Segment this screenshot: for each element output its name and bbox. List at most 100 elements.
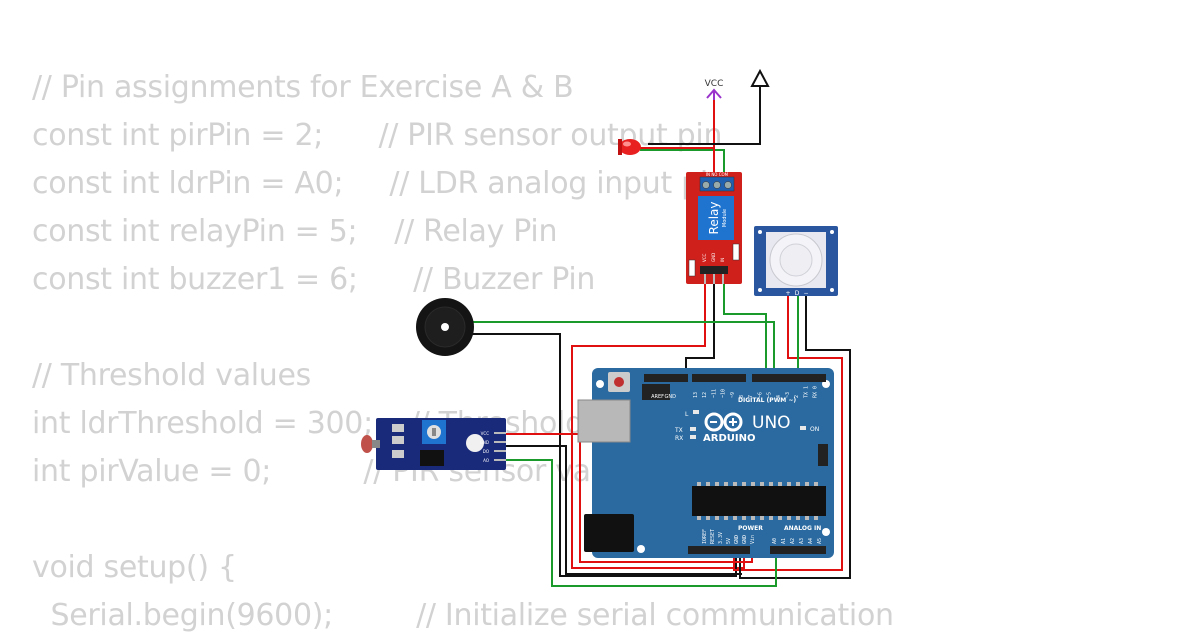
- digital-label: DIGITAL (PWM ~): [738, 397, 796, 404]
- usb-port: [577, 399, 631, 443]
- power-pin-label: Vin: [750, 535, 756, 544]
- pir-sensor[interactable]: + D −: [754, 226, 838, 297]
- chip-pin: [724, 516, 728, 520]
- digital-pin-label: RX 0: [813, 386, 819, 398]
- led-tx-label: TX: [674, 427, 683, 434]
- relay-pin-in: IN: [720, 258, 725, 262]
- power-label: POWER: [738, 525, 763, 532]
- board-brand: ARDUINO: [703, 433, 755, 444]
- chip-pin: [769, 516, 773, 520]
- wires: [472, 86, 851, 587]
- wire-ldr-ao[interactable]: [505, 459, 777, 587]
- chip-pin: [814, 516, 818, 520]
- relay-module[interactable]: IN NO COM Relay Module VCC GND IN: [686, 172, 742, 284]
- power-jack: [584, 514, 634, 552]
- digital-pin-label: ~11: [711, 389, 717, 398]
- chip-pin: [796, 516, 800, 520]
- relay-title: Relay: [707, 202, 721, 235]
- analog-pin-label: A3: [799, 538, 805, 544]
- relay-subtitle: Module: [722, 209, 728, 227]
- wire-ldr-vcc[interactable]: [505, 433, 753, 563]
- pin-aref: AREF: [651, 394, 664, 400]
- chip-pin: [724, 482, 728, 486]
- code-line: const int relayPin = 5; // Relay Pin: [32, 214, 558, 249]
- pir-pin-d: D: [795, 290, 800, 297]
- digital-pin-label: 13: [693, 392, 699, 398]
- digital-pin-label: 4: [776, 395, 782, 398]
- chip-pin: [715, 482, 719, 486]
- chip-pin: [796, 482, 800, 486]
- wire-ground[interactable]: [648, 86, 761, 145]
- led-l-label: L: [685, 411, 689, 418]
- vcc-symbol: VCC: [705, 79, 724, 100]
- analog-pin-label: A2: [790, 538, 796, 544]
- buzzer[interactable]: [416, 298, 474, 356]
- red-led[interactable]: [618, 139, 641, 155]
- digital-pin-label: ~9: [730, 392, 736, 398]
- wire-relay-vcc[interactable]: [571, 282, 745, 569]
- power-pin-label: 5V: [726, 538, 732, 544]
- chip-pin: [805, 516, 809, 520]
- chip-pin: [814, 482, 818, 486]
- wire-buzzer-red[interactable]: [472, 321, 775, 376]
- arduino-logo-icon: [704, 412, 743, 432]
- pin-gnd-top: GND: [665, 394, 677, 400]
- relay-pin-vcc: VCC: [702, 253, 707, 262]
- ldr-module[interactable]: VCC GND DO AO: [361, 418, 506, 470]
- chip-pins: [697, 482, 818, 520]
- chip-pin: [706, 482, 710, 486]
- wire-pir-vcc[interactable]: [733, 296, 843, 571]
- code-line: // Threshold values: [32, 358, 312, 393]
- analog-pin-label: A0: [772, 538, 778, 544]
- chip-pin: [787, 482, 791, 486]
- ldr-pin-gnd: GND: [480, 440, 489, 445]
- power-pin-label: GND: [742, 535, 748, 544]
- analog-pin-label: A1: [781, 538, 787, 544]
- power-pin-label: IOREF: [702, 529, 708, 544]
- power-pin-label: 3.3V: [718, 532, 724, 544]
- microcontroller-chip: [692, 486, 826, 516]
- ldr-pin-do: DO: [483, 449, 489, 454]
- chip-pin: [697, 482, 701, 486]
- digital-pin-label: 12: [702, 392, 708, 398]
- chip-pin: [742, 482, 746, 486]
- analog-pin-label: A5: [817, 538, 823, 544]
- power-pin-label: GND: [734, 535, 740, 544]
- chip-pin: [715, 516, 719, 520]
- code-line: void setup() {: [32, 550, 237, 585]
- chip-pin: [733, 482, 737, 486]
- chip-pin: [778, 482, 782, 486]
- chip-pin: [706, 516, 710, 520]
- chip-pin: [778, 516, 782, 520]
- ldr-pin-ao: AO: [483, 458, 489, 463]
- digital-pin-label: ~10: [721, 389, 727, 398]
- vcc-label: VCC: [705, 79, 724, 89]
- wire-led-green[interactable]: [640, 149, 725, 178]
- chip-pin: [751, 482, 755, 486]
- code-line: Serial.begin(9600); // Initialize serial…: [32, 598, 894, 633]
- board-model: UNO: [752, 413, 791, 433]
- wire-relay-gnd[interactable]: [685, 282, 715, 376]
- pir-pin-plus: +: [785, 290, 790, 297]
- wire-relay-in[interactable]: [723, 282, 767, 376]
- chip-pin: [697, 516, 701, 520]
- relay-top-pins: IN NO COM: [706, 172, 729, 177]
- wire-ldr-gnd[interactable]: [505, 445, 742, 575]
- ldr-pin-vcc: VCC: [481, 431, 490, 436]
- power-pin-label: RESET: [710, 529, 716, 544]
- chip-pin: [760, 516, 764, 520]
- digital-pin-label: ~3: [785, 392, 791, 398]
- chip-pin: [787, 516, 791, 520]
- led-rx-label: RX: [675, 435, 683, 442]
- chip-pin: [733, 516, 737, 520]
- led-on-label: ON: [810, 426, 819, 433]
- chip-pin: [769, 482, 773, 486]
- digital-pin-label: 8: [739, 395, 745, 398]
- chip-pin: [805, 482, 809, 486]
- digital-pin-label: TX 1: [803, 386, 809, 398]
